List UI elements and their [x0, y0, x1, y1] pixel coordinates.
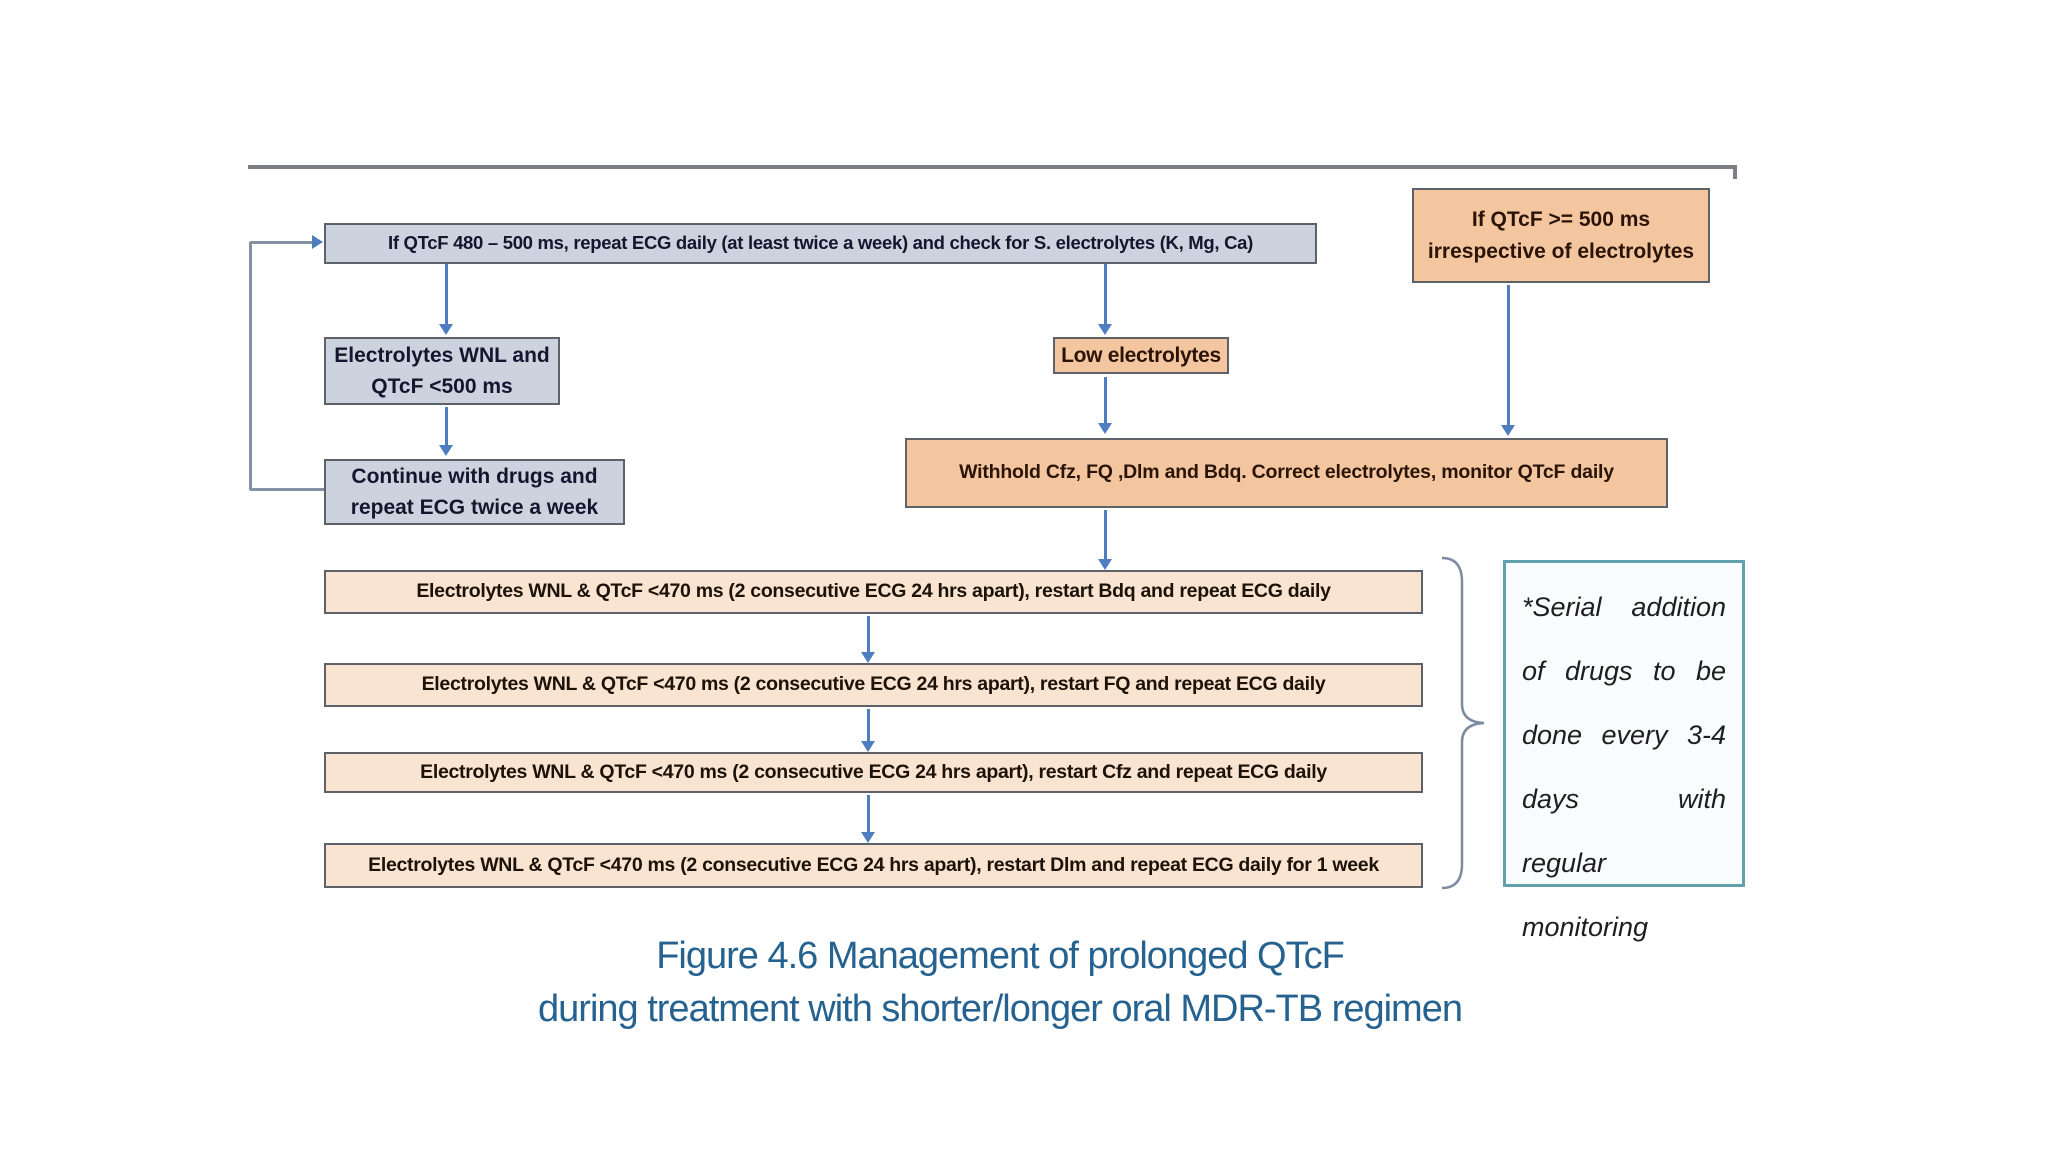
- flow-box-qtcf-ge-500: If QTcF >= 500 ms irrespective of electr…: [1412, 188, 1710, 283]
- flow-box-restart-fq-label: Electrolytes WNL & QTcF <470 ms (2 conse…: [421, 673, 1326, 696]
- flow-box-qtcf-480-500: If QTcF 480 – 500 ms, repeat ECG daily (…: [324, 223, 1317, 264]
- flow-box-qtcf-480-500-label: If QTcF 480 – 500 ms, repeat ECG daily (…: [387, 232, 1253, 254]
- note-line-2: of drugs to be: [1522, 656, 1726, 686]
- flow-box-withhold: Withhold Cfz, FQ ,Dlm and Bdq. Correct e…: [905, 438, 1668, 508]
- figure-caption: Figure 4.6 Management of prolonged QTcF …: [0, 930, 2000, 1036]
- flow-box-qtcf-ge-500-line2: irrespective of electrolytes: [1427, 239, 1695, 263]
- flow-box-electrolytes-wnl-line2: QTcF <500 ms: [371, 375, 513, 398]
- note-line-1: *Serial addition: [1522, 592, 1726, 622]
- top-rule: [248, 165, 1737, 169]
- flow-box-restart-bdq-label: Electrolytes WNL & QTcF <470 ms (2 conse…: [416, 580, 1331, 603]
- figure-caption-line1: Figure 4.6 Management of prolonged QTcF: [656, 935, 1345, 977]
- flow-box-restart-fq: Electrolytes WNL & QTcF <470 ms (2 conse…: [324, 663, 1423, 707]
- serial-addition-brace: [1441, 556, 1485, 890]
- flow-box-restart-dlm-label: Electrolytes WNL & QTcF <470 ms (2 conse…: [368, 853, 1379, 876]
- flow-box-continue-drugs-line2: repeat ECG twice a week: [350, 496, 599, 519]
- figure-caption-line2: during treatment with shorter/longer ora…: [538, 988, 1463, 1030]
- serial-addition-note: *Serial addition of drugs to be done eve…: [1503, 560, 1745, 942]
- flow-box-low-electrolytes-label: Low electrolytes: [1061, 343, 1221, 367]
- flow-box-restart-dlm: Electrolytes WNL & QTcF <470 ms (2 conse…: [324, 843, 1423, 888]
- note-line-3: done every 3-4: [1522, 720, 1726, 750]
- flow-box-qtcf-ge-500-line1: If QTcF >= 500 ms: [1471, 208, 1651, 231]
- flow-box-withhold-label: Withhold Cfz, FQ ,Dlm and Bdq. Correct e…: [959, 461, 1614, 484]
- flow-box-restart-cfz: Electrolytes WNL & QTcF <470 ms (2 conse…: [324, 752, 1423, 793]
- note-line-5: monitoring: [1522, 912, 1649, 942]
- flow-box-low-electrolytes: Low electrolytes: [1053, 337, 1229, 374]
- note-line-4: days with regular: [1522, 784, 1726, 878]
- top-rule-end-tick: [1733, 165, 1737, 179]
- flow-box-continue-drugs-line1: Continue with drugs and: [351, 464, 598, 488]
- flow-box-restart-bdq: Electrolytes WNL & QTcF <470 ms (2 conse…: [324, 570, 1423, 614]
- flow-box-electrolytes-wnl-line1: Electrolytes WNL and: [334, 343, 550, 367]
- flow-box-continue-drugs: Continue with drugs and repeat ECG twice…: [324, 459, 625, 525]
- flow-box-electrolytes-wnl: Electrolytes WNL and QTcF <500 ms: [324, 337, 560, 405]
- flow-box-restart-cfz-label: Electrolytes WNL & QTcF <470 ms (2 conse…: [420, 760, 1327, 783]
